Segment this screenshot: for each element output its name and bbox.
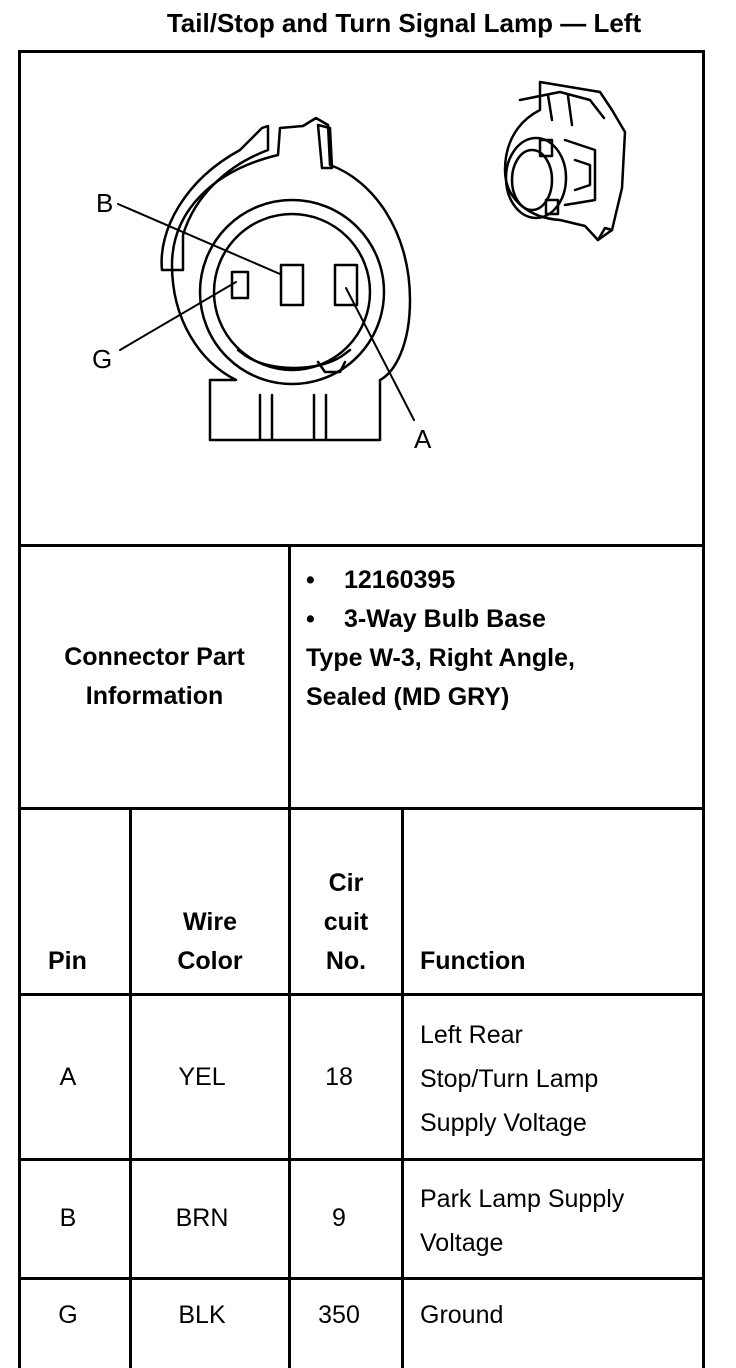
connector-outer-shell — [170, 116, 412, 442]
header-circuit-line1: Cir — [328, 869, 364, 897]
divider-row-a — [18, 1158, 705, 1161]
row-b-function-line1: Park Lamp Supply — [420, 1185, 625, 1213]
connector-type: •3-Way Bulb Base — [306, 605, 546, 633]
row-a-function-line1: Left Rear — [420, 1021, 523, 1049]
divider-col-circuit — [401, 807, 404, 1368]
connector-info-label: Connector Part Information — [21, 638, 288, 716]
row-b-pin: B — [59, 1204, 77, 1232]
row-g-function-line1: Ground — [420, 1301, 504, 1329]
terminal-b — [279, 263, 305, 307]
row-a-circuit: 18 — [325, 1063, 353, 1091]
connector-bore — [212, 212, 372, 372]
divider-info — [18, 807, 705, 810]
connector-description-line2: Sealed (MD GRY) — [306, 683, 510, 711]
connector-inner-ring — [198, 198, 386, 386]
row-b-circuit: 9 — [332, 1204, 346, 1232]
leader-g — [119, 281, 237, 351]
frame-left — [18, 50, 21, 1368]
label-g: G — [92, 344, 112, 374]
row-a-function-line2: Stop/Turn Lamp — [420, 1065, 599, 1093]
label-a: A — [414, 424, 432, 454]
connector-info-label-line2: Information — [85, 682, 224, 710]
connector-info-label-line1: Connector Part — [64, 643, 245, 671]
row-a-function-line3: Supply Voltage — [420, 1109, 587, 1137]
connector-description: Type W-3, Right Angle, Sealed (MD GRY) — [306, 639, 575, 717]
frame-right — [702, 50, 705, 1368]
row-b-function-line2: Voltage — [420, 1229, 504, 1257]
connector-perspective-view — [503, 80, 627, 242]
header-wire-color: Wire Color — [132, 903, 288, 981]
connector-description-line1: Type W-3, Right Angle, — [306, 644, 575, 672]
divider-header — [18, 993, 705, 996]
label-b: B — [96, 188, 113, 218]
divider-col-pin — [129, 807, 132, 1368]
connector-key-groove — [236, 348, 352, 370]
header-wire-color-line1: Wire — [183, 908, 237, 936]
row-a-function: Left Rear Stop/Turn Lamp Supply Voltage — [420, 1013, 598, 1145]
connector-left-lock — [160, 124, 270, 272]
row-a-pin: A — [59, 1063, 77, 1091]
divider-row-b — [18, 1277, 705, 1280]
row-a-color: YEL — [178, 1063, 226, 1091]
row-g-function: Ground — [420, 1296, 503, 1335]
header-circuit-no: Cir cuit No. — [291, 864, 401, 981]
divider-info-vertical — [288, 544, 291, 1368]
divider-diagram — [18, 544, 705, 547]
connector-diagram: B G A — [92, 80, 627, 454]
connector-right-lock — [316, 123, 334, 170]
connector-part-number: •12160395 — [306, 566, 456, 594]
terminal-g — [230, 270, 250, 300]
row-b-color: BRN — [175, 1204, 229, 1232]
connector-part-number-text: 12160395 — [344, 566, 456, 594]
header-pin: Pin — [48, 947, 87, 975]
header-wire-color-line2: Color — [177, 947, 243, 975]
row-b-function: Park Lamp Supply Voltage — [420, 1177, 624, 1265]
terminal-a — [333, 263, 359, 307]
leader-b — [117, 203, 281, 275]
header-function: Function — [420, 947, 526, 975]
row-g-color: BLK — [178, 1301, 226, 1329]
connector-bottom-tab — [316, 360, 347, 374]
connector-type-text: 3-Way Bulb Base — [344, 605, 546, 633]
header-circuit-line2: cuit — [323, 908, 369, 936]
page-title: Tail/Stop and Turn Signal Lamp — Left — [166, 8, 642, 38]
leader-a — [345, 287, 415, 421]
frame-top — [18, 50, 705, 53]
row-g-circuit: 350 — [318, 1301, 360, 1329]
row-g-pin: G — [58, 1301, 78, 1329]
header-circuit-line3: No. — [325, 947, 367, 975]
